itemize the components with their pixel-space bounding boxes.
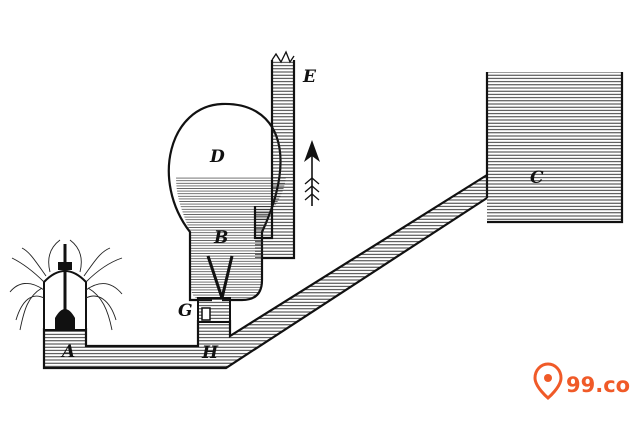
flow-arrow-up [304,140,320,206]
reservoir-c [485,72,624,224]
label-g: G [178,301,193,321]
supply-pipe [42,174,488,370]
watermark-99co: 99.co [533,362,630,400]
label-a: A [60,342,75,362]
watermark-text: 99.co [566,373,630,397]
label-b: B [213,228,228,248]
delivery-pipe-e [253,50,296,260]
label-c: C [530,168,544,188]
waste-valve-a [9,239,123,331]
label-e: E [302,67,317,87]
label-d: D [209,147,225,167]
location-pin-icon [533,362,563,400]
label-h: H [201,343,219,363]
